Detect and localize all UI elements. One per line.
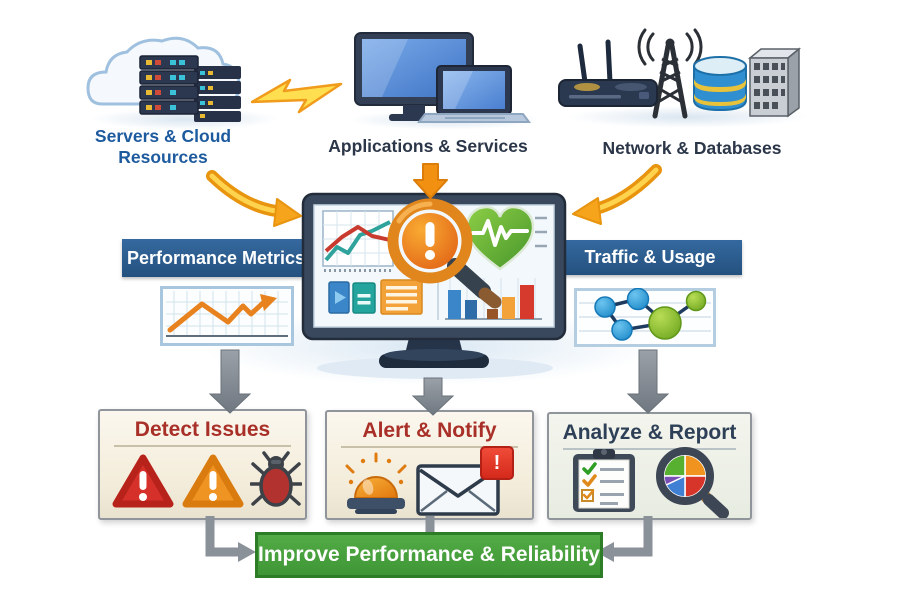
cloud-servers-icon [86, 36, 241, 122]
screen-list-dashes [535, 216, 547, 248]
outcome-detect-rule [114, 445, 291, 447]
source-apps-group [345, 28, 535, 128]
perf-line-chart-panel [160, 286, 294, 346]
source-network-group [555, 26, 805, 124]
warning-triangle-red-icon [112, 454, 174, 508]
outcome-detect-title: Detect Issues [134, 418, 271, 441]
monitor-illustration [301, 192, 567, 379]
performance-banner: Performance Metrics [122, 239, 310, 277]
warning-triangle-orange-icon [182, 454, 244, 508]
bug-icon [250, 451, 302, 507]
network-graph-panel [574, 288, 716, 347]
outcome-box-alert: Alert & Notify ! [325, 410, 534, 520]
router-tower-database-icon [558, 28, 802, 119]
traffic-banner-label: Traffic & Usage [584, 247, 716, 267]
router-icon [558, 39, 658, 107]
footer-banner: Improve Performance & Reliability [255, 532, 603, 578]
source-network-label: Network & Databases [602, 138, 782, 158]
checklist-icon [573, 449, 635, 512]
connector-right [596, 516, 653, 562]
screen-line-chart [322, 210, 394, 272]
server-rack-front [139, 55, 199, 115]
footer-label: Improve Performance & Reliability [258, 543, 600, 566]
monitor-stand [379, 338, 489, 368]
alert-badge: ! [480, 446, 514, 480]
alert-badge-label: ! [493, 451, 501, 474]
radio-tower-icon [637, 28, 703, 119]
siren-icon [345, 452, 407, 514]
envelope-icon [416, 464, 500, 516]
desktop-laptop-icon [354, 32, 531, 123]
outcome-analyze-rule [563, 448, 736, 450]
server-rack-back [194, 66, 241, 122]
flow-arrow-right-icon [572, 164, 662, 225]
outcome-box-analyze: Analyze & Report [547, 412, 752, 520]
source-servers-label: Servers & Cloud Resources [94, 126, 232, 167]
source-apps-label: Applications & Services [328, 136, 528, 156]
connector-left [205, 516, 256, 562]
outcome-analyze-title: Analyze & Report [562, 421, 737, 444]
source-servers-group [82, 26, 252, 126]
stat-cards [328, 279, 423, 315]
building-icon [747, 47, 802, 118]
lightning-icon [250, 78, 343, 114]
network-ground-shadow [565, 106, 810, 128]
performance-banner-label: Performance Metrics [126, 247, 306, 268]
outcome-alert-rule [341, 446, 518, 448]
traffic-banner: Traffic & Usage [558, 240, 742, 275]
pie-magnifier-icon [656, 447, 729, 518]
flow-arrow-left-icon [206, 170, 302, 227]
outcome-box-detect: Detect Issues [98, 409, 307, 520]
outcome-alert-title: Alert & Notify [362, 419, 497, 442]
screen-bar-chart [437, 276, 542, 320]
database-icon [693, 56, 747, 112]
alert-magnifier-icon [387, 198, 502, 309]
